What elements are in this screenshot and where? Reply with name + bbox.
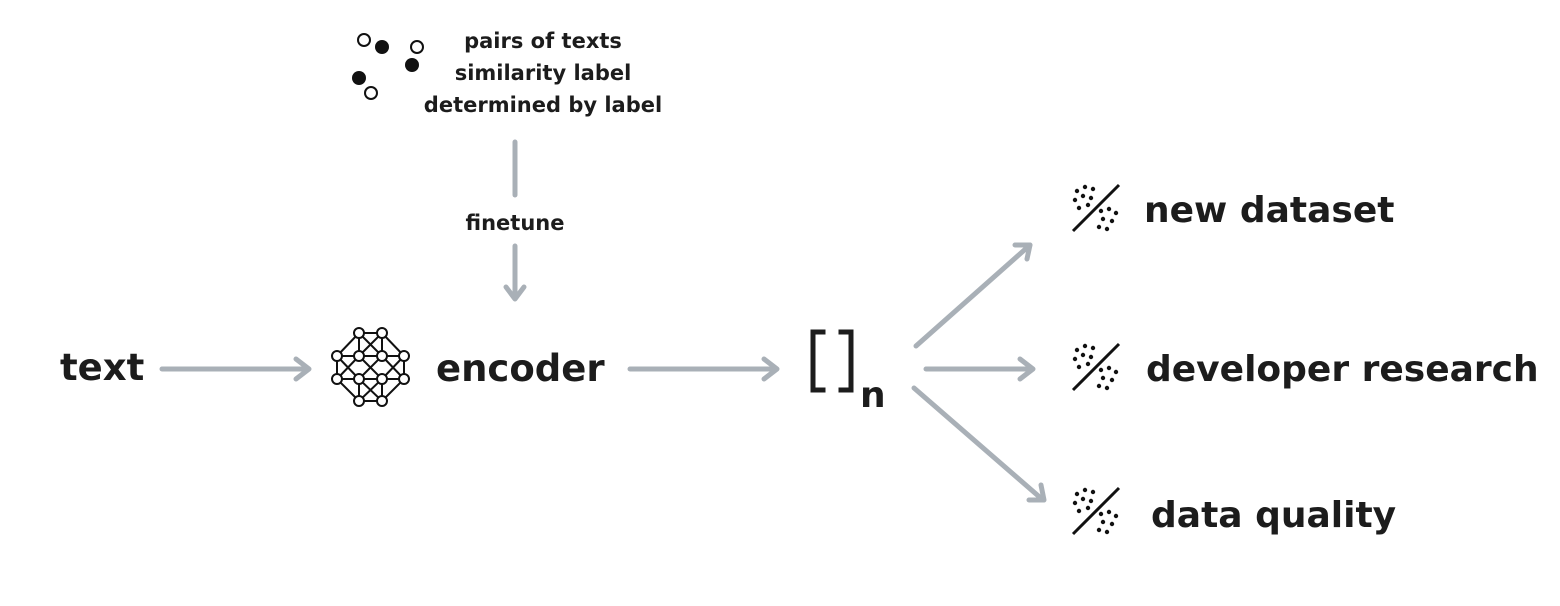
- finetune-data-line-1: pairs of texts: [464, 29, 622, 53]
- output-label-developer-research: developer research: [1146, 349, 1539, 390]
- finetune-arrow: [503, 139, 527, 302]
- input-text-label: text: [60, 346, 144, 389]
- finetune-label: finetune: [466, 211, 565, 235]
- output-label-data-quality: data quality: [1151, 495, 1396, 536]
- output-icon-developer-research: [1071, 342, 1121, 392]
- finetune-data-line-2: similarity label: [455, 61, 632, 85]
- vector-dimension-subscript: n: [860, 375, 886, 416]
- finetune-data-line-3: determined by label: [424, 93, 662, 117]
- branch-arrow-middle: [923, 356, 1036, 382]
- encoder-to-vector-arrow: [627, 356, 780, 382]
- data-points-icon: [352, 33, 424, 100]
- branch-arrow-up: [913, 242, 1033, 349]
- output-icon-data-quality: [1071, 486, 1121, 536]
- neural-network-icon: [331, 327, 410, 407]
- text-to-encoder-arrow: [159, 356, 312, 382]
- branch-arrow-down: [911, 385, 1047, 503]
- vector-brackets-icon: [810, 329, 854, 393]
- encoder-label: encoder: [436, 347, 605, 390]
- output-label-new-dataset: new dataset: [1144, 190, 1394, 231]
- output-icon-new-dataset: [1071, 183, 1121, 233]
